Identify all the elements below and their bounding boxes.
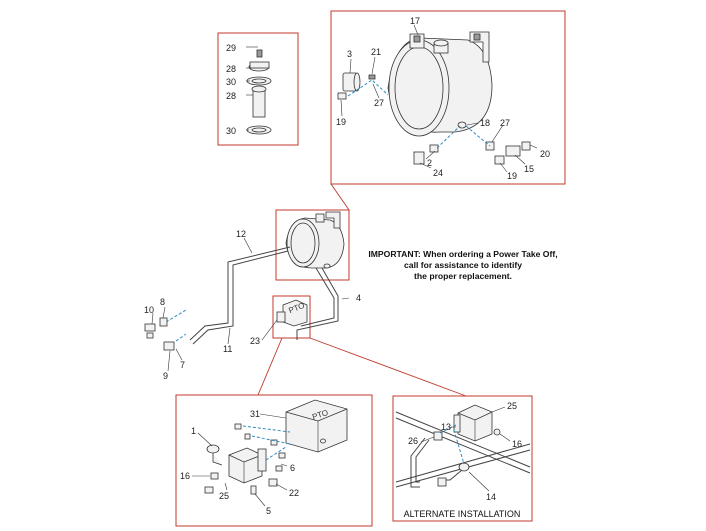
sight-gauge-parts	[246, 49, 272, 135]
pto-assembly-studs	[242, 425, 291, 461]
callout-16-alt: 16	[512, 439, 522, 449]
center-leaders	[151, 237, 350, 372]
important-note: IMPORTANT: When ordering a Power Take Of…	[368, 249, 557, 281]
detail-frame-pto-assembly	[175, 394, 373, 527]
reservoir-leaders	[340, 24, 538, 173]
callout-27: 27	[374, 98, 384, 108]
callout-19: 19	[336, 117, 346, 127]
note-line-3: the proper replacement.	[414, 271, 512, 281]
callout-22: 22	[289, 488, 299, 498]
callout-18: 18	[480, 118, 490, 128]
alternate-leaders	[420, 406, 511, 492]
note-line-2: call for assistance to identify	[404, 260, 522, 270]
alternate-installation-label: ALTERNATE INSTALLATION	[404, 509, 521, 519]
reservoir-hoses	[347, 79, 491, 149]
callout-28: 28	[226, 64, 236, 74]
callout-28-lower: 28	[226, 91, 236, 101]
note-line-1: IMPORTANT: When ordering a Power Take Of…	[368, 249, 557, 259]
zoom-line-reservoir	[330, 183, 350, 211]
detail-frame-pto-small	[272, 295, 311, 339]
detail-frame-center-reservoir	[275, 209, 350, 281]
callout-29: 29	[226, 43, 236, 53]
callout-13: 13	[441, 422, 451, 432]
callout-21: 21	[371, 47, 381, 57]
reservoir-tank-detail	[337, 31, 531, 165]
pto-assembly-detail: PTO	[204, 399, 348, 495]
callout-16: 16	[180, 471, 190, 481]
alternate-hoses	[439, 424, 465, 465]
center-reservoir	[285, 211, 345, 269]
callout-30-lower: 30	[226, 126, 236, 136]
center-pto: PTO	[276, 299, 308, 327]
callout-24: 24	[433, 168, 443, 178]
callout-numbers: 29 28 30 28 30 17 3 21 27 19 18 27 20 2 …	[144, 16, 550, 516]
callout-11: 11	[223, 344, 232, 354]
callout-19-right: 19	[507, 171, 517, 181]
callout-5: 5	[266, 506, 271, 516]
pto-assembly-leaders	[192, 413, 288, 507]
callout-15: 15	[524, 164, 534, 174]
callout-25: 25	[219, 491, 229, 501]
callout-12: 12	[236, 229, 246, 239]
detail-frame-reservoir	[330, 10, 566, 185]
callout-3: 3	[347, 49, 352, 59]
callout-4: 4	[356, 293, 361, 303]
center-plumbing	[189, 246, 339, 345]
zoom-line-alternate	[309, 337, 467, 397]
callout-2: 2	[427, 158, 432, 168]
alternate-install-detail	[395, 404, 531, 488]
callout-17: 17	[410, 16, 420, 26]
callout-26: 26	[408, 436, 418, 446]
callout-23: 23	[250, 336, 260, 346]
callout-20: 20	[540, 149, 550, 159]
callout-10: 10	[144, 305, 154, 315]
callout-8: 8	[160, 297, 165, 307]
sight-gauge-leaders	[246, 46, 258, 131]
callout-6: 6	[290, 463, 295, 473]
callout-25-alt: 25	[507, 401, 517, 411]
callout-27-right: 27	[500, 118, 510, 128]
callout-1: 1	[191, 426, 196, 436]
callout-9: 9	[163, 371, 168, 381]
callout-31: 31	[250, 409, 260, 419]
detail-frame-sight-gauge	[217, 32, 299, 146]
callout-14: 14	[486, 492, 496, 502]
zoom-line-pto-assembly	[257, 337, 283, 396]
callout-30: 30	[226, 77, 236, 87]
center-fittings	[144, 309, 187, 351]
callout-7: 7	[180, 360, 185, 370]
detail-frame-alternate	[392, 395, 533, 522]
